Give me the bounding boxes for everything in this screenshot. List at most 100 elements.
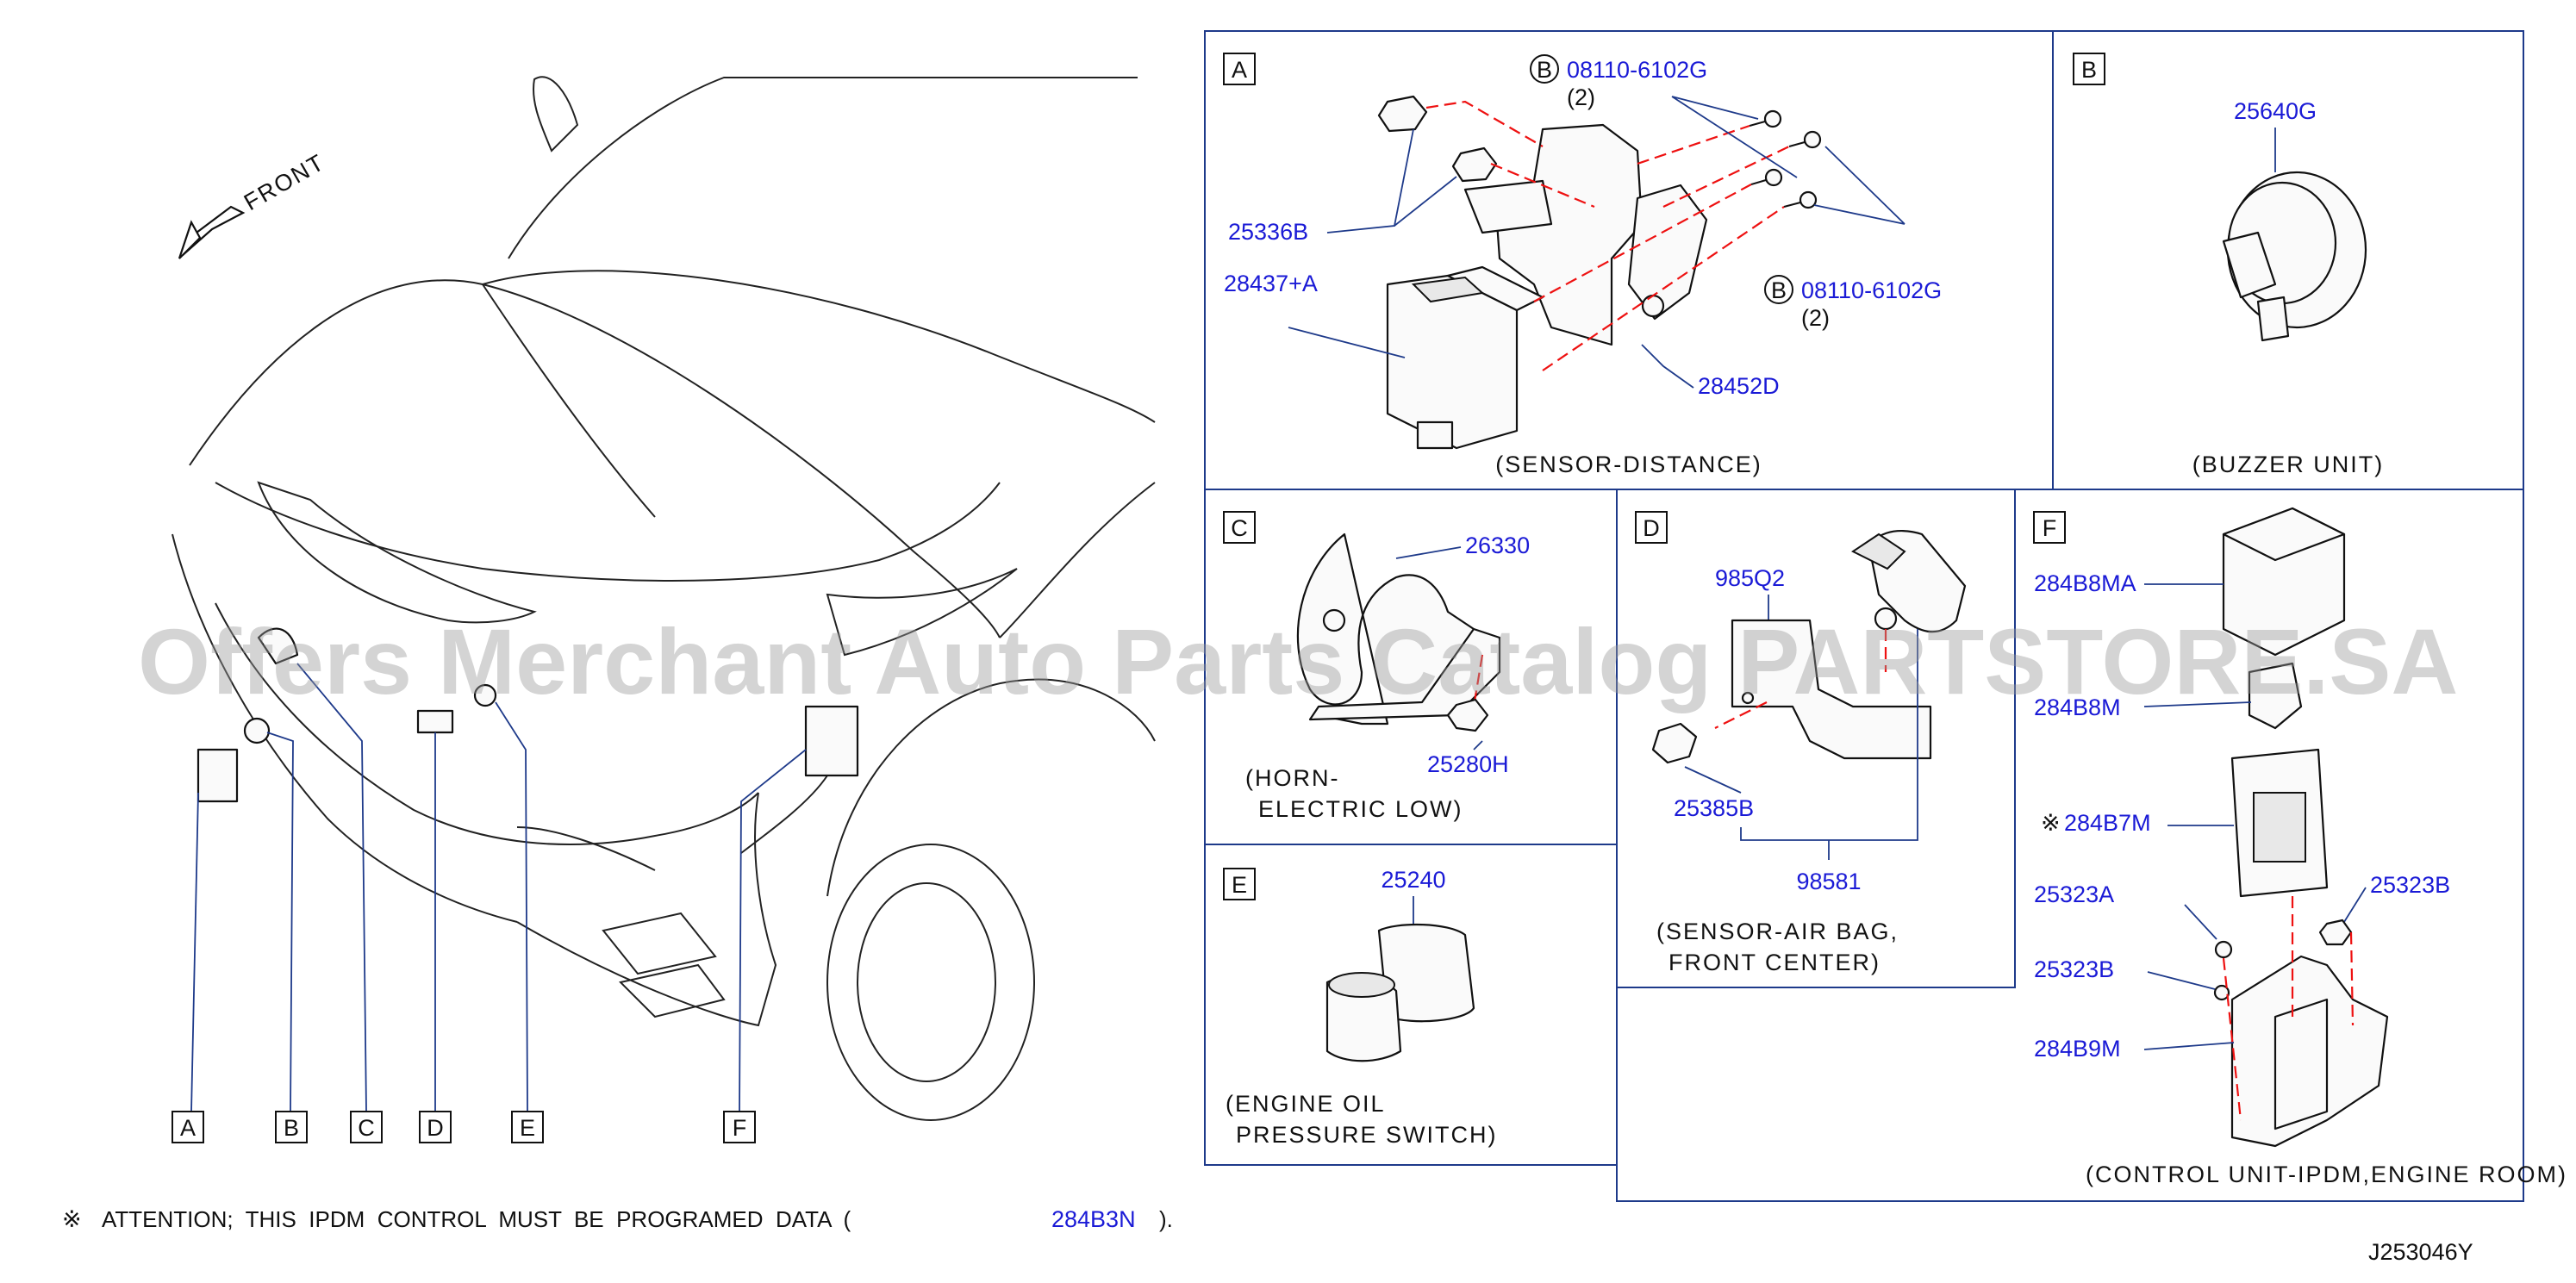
headlight-right <box>826 568 1018 657</box>
bracket-hole <box>1741 691 1755 705</box>
panel-f-ipdm: F 284B8MA 284B8M ※ 284B7M 25323A 25323B … <box>2033 507 2567 1187</box>
grille-outline <box>215 602 759 845</box>
part-number-bolt-top[interactable]: 08110-6102G <box>1567 57 1707 83</box>
svg-text:B: B <box>1771 277 1787 303</box>
panel-b-caption: (BUZZER UNIT) <box>2192 452 2384 477</box>
part-number-bolt-b-right[interactable]: 25323B <box>2370 872 2450 898</box>
bracket-hole <box>1641 294 1665 318</box>
location-letter-c: C <box>350 1111 383 1143</box>
part-number-horn-nut[interactable]: 25280H <box>1427 751 1509 777</box>
leader-bolt-bottom <box>1813 146 1905 225</box>
part-number-airbag-bracket[interactable]: 985Q2 <box>1715 565 1785 591</box>
part-number-ipdm-bracket[interactable]: 284B8M <box>2034 694 2121 720</box>
part-number-ipdm[interactable]: 284B7M <box>2064 810 2151 836</box>
part-number-bolt-bottom[interactable]: 08110-6102G <box>1801 277 1942 303</box>
panel-e-caption-1: (ENGINE OIL <box>1226 1091 1386 1117</box>
front-label: FRONT <box>240 149 329 215</box>
bumper-crease <box>516 826 656 871</box>
hood-right-line <box>999 482 1156 638</box>
leader-airbag-assy <box>1740 629 1918 860</box>
svg-text:B: B <box>1537 57 1552 83</box>
assembly-line <box>1637 124 1750 165</box>
part-number-buzzer[interactable]: 25640G <box>2234 98 2317 124</box>
panel-d-letter: D <box>1643 515 1660 541</box>
panel-a-sensor-distance: A B 08110-6102G (2) <box>1223 53 1942 477</box>
sensor-connector <box>1411 276 1485 303</box>
leader-horn-nut <box>1473 740 1483 750</box>
part-number-horn[interactable]: 26330 <box>1465 533 1530 558</box>
nut-icon <box>1651 722 1698 764</box>
panel-c-letter: C <box>1231 515 1248 541</box>
part-number-bolt-a[interactable]: 25323A <box>2034 881 2114 907</box>
leader-nut <box>1326 128 1457 234</box>
location-letter-e: E <box>511 1111 544 1143</box>
leader-ipdm-holder <box>2143 1042 2235 1050</box>
leader-bolt-top <box>1671 96 1798 178</box>
front-rim <box>857 882 996 1082</box>
bolt-icon <box>1749 109 1782 128</box>
attention-note: ※ ATTENTION; THIS IPDM CONTROL MUST BE P… <box>62 1206 1173 1232</box>
callout-b-top: B <box>1530 54 1559 84</box>
part-number-oil-switch[interactable]: 25240 <box>1381 867 1445 893</box>
svg-text:C: C <box>358 1115 375 1141</box>
part-number-nut[interactable]: 25336B <box>1228 219 1308 245</box>
attention-part-number[interactable]: 284B3N <box>1051 1206 1136 1232</box>
part-number-bracket[interactable]: 28452D <box>1698 373 1780 399</box>
bracket-flange <box>1463 179 1553 234</box>
assembly-line <box>1472 654 1484 707</box>
panel-f-caption: (CONTROL UNIT-IPDM,ENGINE ROOM) <box>2086 1162 2567 1187</box>
assembly-line <box>1714 701 1768 729</box>
horn-bracket <box>1308 627 1501 721</box>
hood-crease <box>482 283 656 518</box>
oil-switch-hex <box>1377 923 1475 1023</box>
ipdm-cover-top <box>2222 507 2346 562</box>
panel-a-tag <box>1223 53 1256 85</box>
headlight-left <box>257 481 537 624</box>
bumper-left <box>172 533 518 923</box>
attention-close: ). <box>1159 1206 1173 1232</box>
windshield-line <box>508 77 1138 259</box>
part-number-airbag-nut[interactable]: 25385B <box>1674 795 1754 821</box>
location-letter-a: A <box>172 1111 204 1143</box>
cowl-line <box>482 270 1156 423</box>
panel-d-caption-2: FRONT CENTER) <box>1668 950 1881 975</box>
leader-airbag-nut <box>1684 766 1742 794</box>
leader-horn <box>1395 546 1462 559</box>
svg-text:A: A <box>180 1115 196 1141</box>
car-part-a-mark <box>196 748 239 803</box>
bolt-icon <box>1750 168 1783 187</box>
horn-port <box>1322 608 1346 632</box>
airbag-bracket <box>1731 619 1932 760</box>
nut-icon <box>1377 95 1428 133</box>
location-letter-f: F <box>723 1111 756 1143</box>
part-number-ipdm-holder[interactable]: 284B9M <box>2034 1036 2121 1062</box>
panel-d-airbag-sensor: D 985Q2 25385B 98581 (SENSOR-AIR BAG, FR… <box>1635 511 1967 975</box>
panel-e-letter: E <box>1232 872 1247 898</box>
panel-c-caption-2: ELECTRIC LOW) <box>1258 796 1463 822</box>
nut-icon <box>2318 919 2353 946</box>
assembly-line <box>1490 162 1595 209</box>
location-letter-d: D <box>419 1111 452 1143</box>
leader-bracket <box>1641 344 1694 389</box>
part-number-ipdm-cover[interactable]: 284B8MA <box>2034 570 2136 596</box>
part-number-bolt-b-left[interactable]: 25323B <box>2034 956 2114 982</box>
diagram-id: J253046Y <box>2368 1239 2473 1265</box>
svg-text:F: F <box>733 1115 747 1141</box>
panel-f-letter: F <box>2043 515 2057 541</box>
part-number-sensor[interactable]: 28437+A <box>1224 271 1318 296</box>
qty-bolt-top: (2) <box>1567 84 1595 110</box>
qty-bolt-bottom: (2) <box>1801 305 1830 331</box>
leader-b <box>266 732 294 1112</box>
ipdm-holder-inner <box>2273 998 2329 1130</box>
ipdm-attention-mark: ※ <box>2041 810 2061 836</box>
car-part-b-mark <box>243 717 271 744</box>
bolt-icon <box>1788 130 1822 149</box>
fender-line <box>740 775 828 854</box>
assembly-line <box>1533 184 1752 302</box>
bumper-lower <box>516 792 777 1027</box>
mirror-shape <box>533 76 579 153</box>
part-number-airbag-assy[interactable]: 98581 <box>1796 869 1861 894</box>
panel-e-oil-switch: E 25240 (ENGINE OIL PRESSURE SWITCH) <box>1223 867 1496 1148</box>
location-letter-b: B <box>275 1111 308 1143</box>
